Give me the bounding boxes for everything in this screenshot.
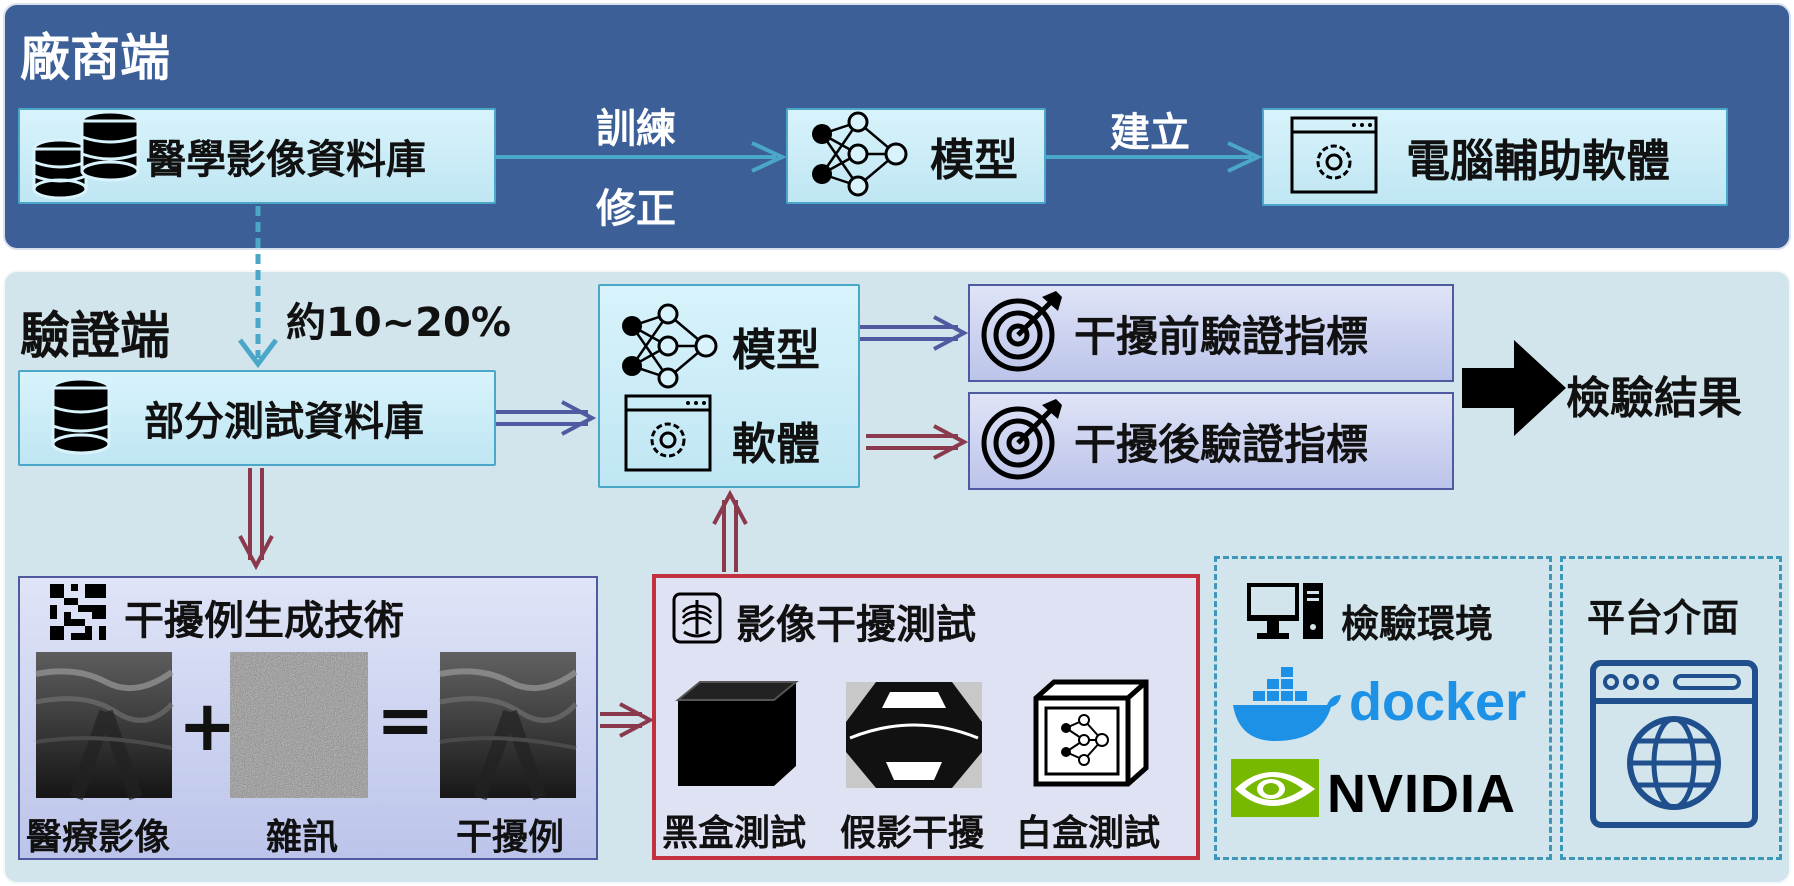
build-label: 建立 [1110,110,1190,156]
result-label: 檢驗結果 [1566,373,1742,424]
validator-title: 驗證端 [20,307,170,365]
sampling-arrow [238,206,278,369]
software-gear-window-icon [1290,116,1378,198]
noise-label: 雜訊 [266,817,339,858]
medical-image-label: 醫療影像 [26,817,171,858]
software-gear-window-icon [624,394,712,476]
partial-test-database-box: 部分測試資料庫 [18,370,496,466]
platform-interface-title: 平台介面 [1587,596,1740,640]
plus-sign: + [178,685,237,767]
artifact-interference-icon [846,682,982,792]
target-icon [980,397,1064,485]
after-metric-arrow [866,424,969,460]
platform-interface-box: 平台介面 [1560,556,1782,860]
adversarial-example-label: 干擾例 [456,817,565,858]
validator-software-label: 軟體 [732,419,820,470]
ultrasound-image [35,652,174,801]
neural-network-icon [620,303,720,390]
noise-image [230,652,368,798]
target-icon [980,289,1064,377]
medical-database-label: 醫學影像資料庫 [146,137,426,183]
white-box-icon [1032,678,1150,792]
medical-database-box: 醫學影像資料庫 [18,108,496,204]
test-result-arrow [712,489,748,572]
black-box-icon [674,678,800,794]
big-arrow-right-icon [1462,340,1566,440]
before-metric-box: 干擾前驗證指標 [968,284,1454,382]
cad-software-label: 電腦輔助軟體 [1406,136,1670,187]
neural-network-icon [810,111,910,198]
after-metric-box: 干擾後驗證指標 [968,392,1454,490]
adversarial-generation-box: 干擾例生成技術 + = [18,576,598,860]
adversarial-generation-title: 干擾例生成技術 [124,598,404,644]
cad-software-box: 電腦輔助軟體 [1262,108,1728,206]
before-metric-label: 干擾前驗證指標 [1074,311,1369,361]
white-box-test-label: 白盒測試 [1016,813,1161,854]
after-metric-label: 干擾後驗證指標 [1074,419,1369,469]
vendor-model-box: 模型 [786,108,1046,204]
equals-sign: = [376,679,435,761]
generate-arrow [238,468,274,571]
test-data-arrow [496,400,597,436]
test-environment-box: 檢驗環境 docker NVIDIA [1214,556,1552,860]
docker-whale-icon [1231,665,1341,749]
database-icon [50,376,112,460]
build-arrow [1046,141,1263,173]
qr-noise-icon [50,584,106,644]
test-environment-title: 檢驗環境 [1341,602,1494,646]
ratio-label: 約10~20% [286,300,511,346]
black-box-test-label: 黑盒測試 [662,813,807,854]
desktop-computer-icon [1247,581,1323,649]
image-interference-test-box: 影像干擾測試 黑盒測試 [652,574,1200,860]
vendor-model-label: 模型 [930,135,1018,186]
artifact-interference-label: 假影干擾 [840,813,985,854]
nvidia-eye-icon [1231,759,1319,821]
image-interference-test-title: 影像干擾測試 [736,602,976,648]
before-metric-arrow [860,315,969,351]
train-arrow [496,141,787,173]
fix-label: 修正 [596,186,676,232]
model-software-box: 模型 軟體 [598,284,860,488]
docker-wordmark: docker [1349,672,1527,732]
web-browser-globe-icon [1589,659,1759,833]
inject-arrow [600,702,655,738]
database-stack-icon [26,109,144,203]
partial-test-database-label: 部分測試資料庫 [144,399,424,445]
vendor-title: 廠商端 [20,29,170,87]
xray-chest-icon [672,592,722,648]
adversarial-image [439,652,578,801]
nvidia-wordmark: NVIDIA [1327,764,1517,824]
validator-model-label: 模型 [732,325,820,376]
train-label: 訓練 [596,106,676,152]
